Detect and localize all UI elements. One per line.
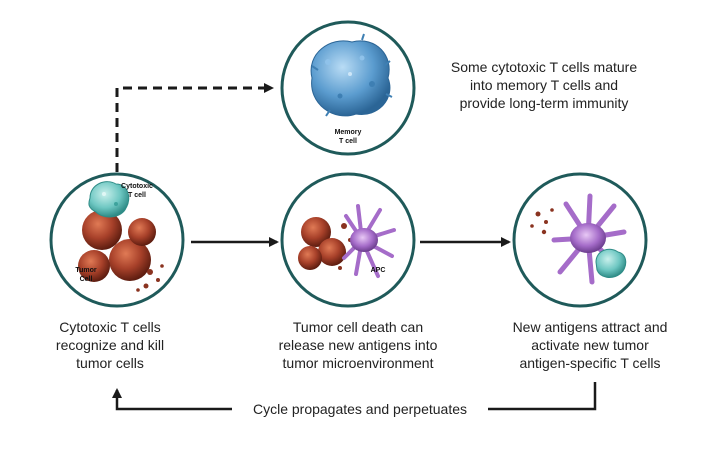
apc-illustration — [342, 204, 396, 278]
memory-cell-label-line2: T cell — [339, 138, 357, 145]
stage3-caption: New antigens attract and activate new tu… — [512, 319, 668, 371]
cytotoxic-cell-label-line1: Cytotoxic — [121, 183, 153, 190]
stage1-panel: Cytotoxic T cell Tumor Cell — [49, 172, 185, 308]
stage2-caption: Tumor cell death can release new antigen… — [278, 319, 438, 371]
stage3-panel — [512, 172, 648, 308]
cycle-label: Cycle propagates and perpetuates — [232, 400, 488, 418]
tumor-cell-label-line2: Cell — [80, 276, 93, 283]
tumor-cell-label-line1: Tumor — [75, 267, 97, 274]
stage1-caption: Cytotoxic T cells recognize and kill tum… — [55, 319, 165, 371]
antigen-debris-illustration — [530, 208, 554, 235]
dying-tumor-cells-illustration — [298, 217, 352, 270]
tumor-cells-illustration — [78, 210, 164, 292]
memory-cell-label-line1: Memory — [335, 129, 362, 136]
memory-t-cell-illustration — [310, 33, 393, 117]
cytotoxic-cell-label-line2: T cell — [128, 192, 146, 199]
activated-apc-illustration — [551, 193, 627, 285]
memory-caption: Some cytotoxic T cells mature into memor… — [450, 59, 638, 111]
new-t-cell-illustration — [595, 248, 627, 278]
cytotoxic-t-cell-illustration — [88, 181, 130, 218]
memory-dashed-arrow — [115, 83, 274, 172]
memory-t-cell-panel: Memory T cell — [280, 20, 416, 156]
apc-label: APC — [371, 267, 386, 274]
stage2-panel: APC — [280, 172, 416, 308]
